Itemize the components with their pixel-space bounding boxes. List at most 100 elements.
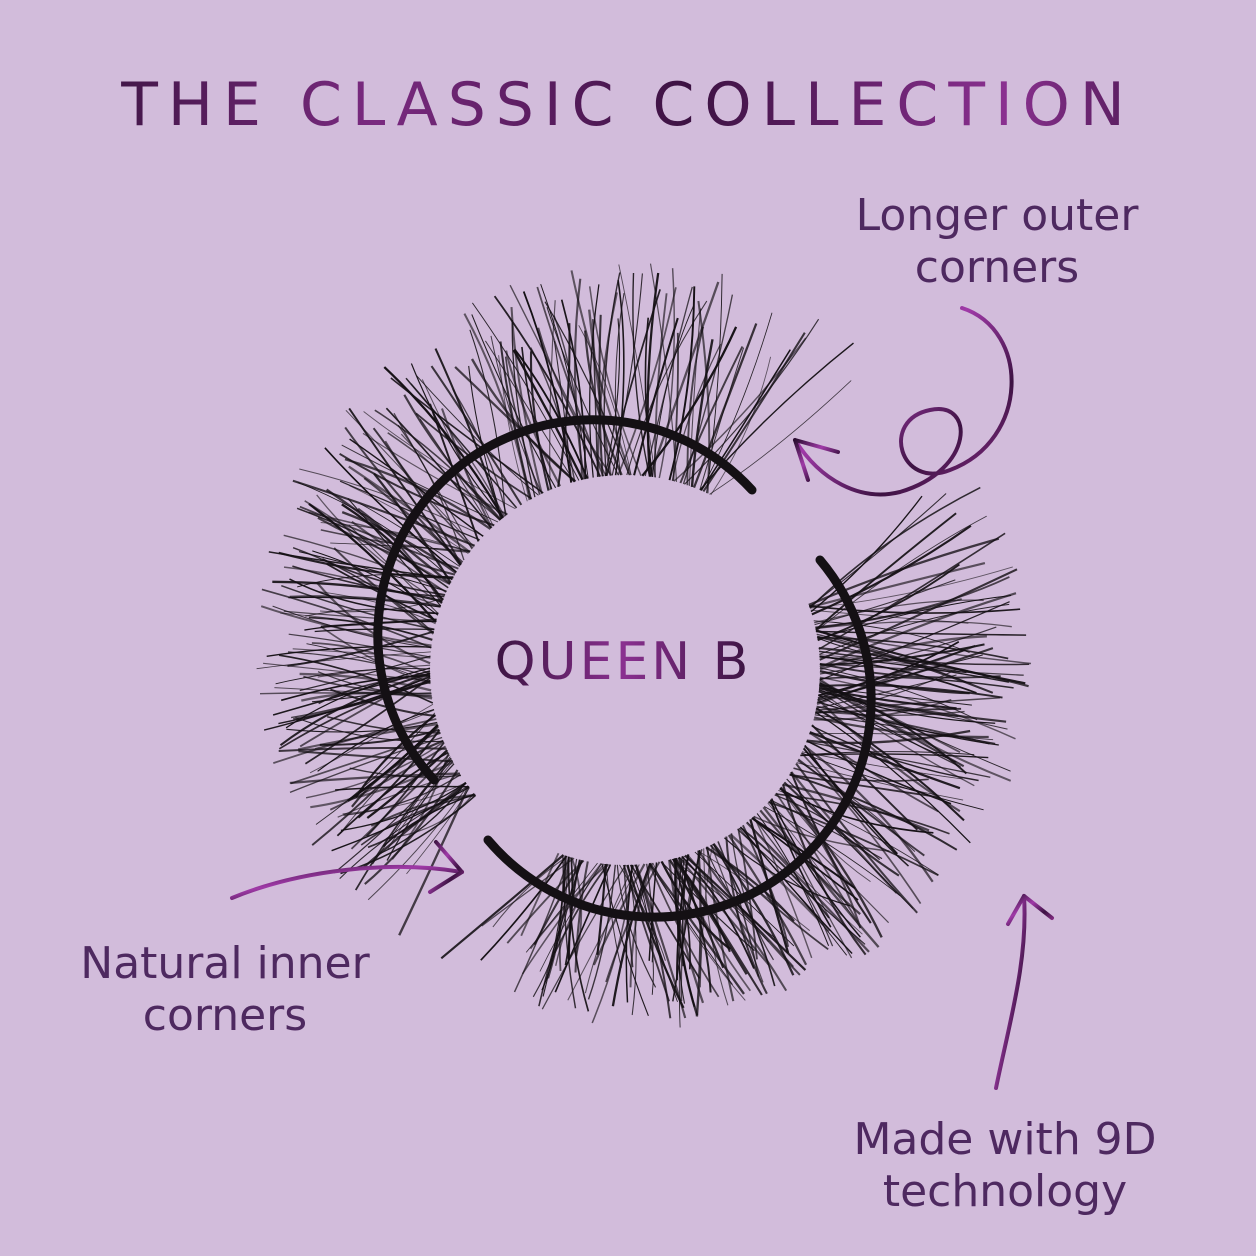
lash-fiber xyxy=(354,757,452,891)
lash-fiber xyxy=(278,679,431,750)
lash-fiber xyxy=(652,305,695,478)
callout-text: Made with 9D xyxy=(853,1114,1157,1165)
lash-fiber xyxy=(521,863,602,975)
lash-fiber xyxy=(802,747,899,855)
lash-fiber xyxy=(310,761,454,809)
lash-fiber xyxy=(563,855,577,1009)
callout-technology: Made with 9D technology xyxy=(800,1114,1210,1218)
lash-fiber xyxy=(320,618,437,628)
lash-fiber xyxy=(297,482,453,581)
lash-fiber xyxy=(344,458,492,530)
lash-fiber xyxy=(677,856,686,1004)
lash-fiber xyxy=(771,798,861,938)
lash-fiber xyxy=(280,612,433,640)
lash-fiber xyxy=(819,678,1012,782)
lash-fiber xyxy=(481,857,575,927)
lash-fiber xyxy=(700,349,791,491)
lash-fiber xyxy=(364,769,459,885)
lash-fiber xyxy=(817,637,967,674)
lash-fiber xyxy=(815,707,965,822)
lash-fiber xyxy=(753,816,813,959)
lash-fiber xyxy=(454,366,576,483)
lash-fiber xyxy=(289,595,441,608)
lash-fiber xyxy=(505,350,562,487)
lash-fiber xyxy=(319,591,436,625)
lash-fiber xyxy=(293,674,431,720)
lash-fiber xyxy=(398,785,470,936)
lash-fiber xyxy=(387,761,454,850)
lash-fiber xyxy=(752,816,834,947)
lash-fiber xyxy=(537,327,613,477)
lash-fiber xyxy=(367,785,469,901)
lash-fiber xyxy=(759,809,861,915)
collection-title: THE CLASSIC COLLECTION xyxy=(0,70,1256,140)
lash-fiber xyxy=(591,864,633,1024)
lash-fiber xyxy=(297,723,438,751)
lash-fiber xyxy=(344,426,463,565)
lash-fiber xyxy=(811,524,972,616)
lash-fiber xyxy=(324,447,457,573)
lash-fiber xyxy=(817,701,999,746)
lash-fiber xyxy=(648,862,658,961)
lash-fiber xyxy=(567,859,581,960)
lash-fiber xyxy=(335,785,469,791)
lash-fiber xyxy=(331,786,470,852)
lash-fiber xyxy=(630,864,701,979)
lash-fiber xyxy=(492,855,568,928)
lash-fiber xyxy=(272,605,432,649)
lash-fiber xyxy=(626,300,708,476)
lash-fiber xyxy=(690,339,714,487)
lash-fiber xyxy=(809,562,986,609)
lash-fiber xyxy=(767,802,861,929)
product-name: QUEEN B xyxy=(468,632,778,692)
lash-fiber xyxy=(742,824,790,947)
lash-fiber xyxy=(281,584,435,631)
lash-fiber xyxy=(819,684,1003,699)
lash-fiber xyxy=(440,854,565,960)
lash-band xyxy=(483,555,876,922)
lash-fiber xyxy=(709,380,852,495)
lash-fiber xyxy=(671,343,722,481)
lash-fiber xyxy=(818,695,1008,730)
lash-fiber xyxy=(779,786,883,938)
callout-text: technology xyxy=(882,1166,1128,1217)
lash-fiber xyxy=(815,711,971,844)
lash-fiber xyxy=(367,782,467,849)
callout-text: corners xyxy=(142,990,308,1041)
callout-text: Longer outer xyxy=(855,190,1139,241)
lash-fiber xyxy=(525,862,598,953)
lash-fiber xyxy=(532,858,578,998)
callout-outer-corners: Longer outer corners xyxy=(812,190,1182,294)
lash-fiber xyxy=(279,672,431,747)
lash-fiber xyxy=(618,264,656,478)
lash-fiber xyxy=(679,346,744,484)
lash-fiber xyxy=(403,394,502,521)
lash-fiber xyxy=(819,676,1014,689)
lash-fiber xyxy=(601,863,649,1017)
lash-fiber xyxy=(797,758,925,857)
lash-fiber xyxy=(544,301,630,476)
lash-fiber xyxy=(275,668,431,685)
lash-fiber xyxy=(493,295,602,477)
lash-fiber xyxy=(817,563,960,642)
lash-fiber xyxy=(819,654,964,672)
lash-fiber xyxy=(598,314,604,477)
lash-fiber xyxy=(529,351,550,491)
lash-fiber xyxy=(648,281,720,477)
lash-fiber xyxy=(289,736,443,794)
lash-fiber xyxy=(386,792,475,840)
lash-fiber xyxy=(513,348,589,480)
lash-fiber xyxy=(764,806,901,897)
lash-fiber xyxy=(339,480,480,541)
lash-fiber xyxy=(814,579,956,626)
lash-fiber xyxy=(372,427,462,566)
lash-fiber xyxy=(421,379,494,527)
lash-fiber xyxy=(806,740,952,805)
lash-fiber xyxy=(803,745,934,883)
lash-fiber xyxy=(815,696,1000,711)
lash-fiber xyxy=(815,512,957,631)
lash-fiber xyxy=(380,782,467,854)
lash-fiber xyxy=(343,774,461,816)
lash-fiber xyxy=(299,468,484,537)
lash-fiber xyxy=(795,762,918,914)
